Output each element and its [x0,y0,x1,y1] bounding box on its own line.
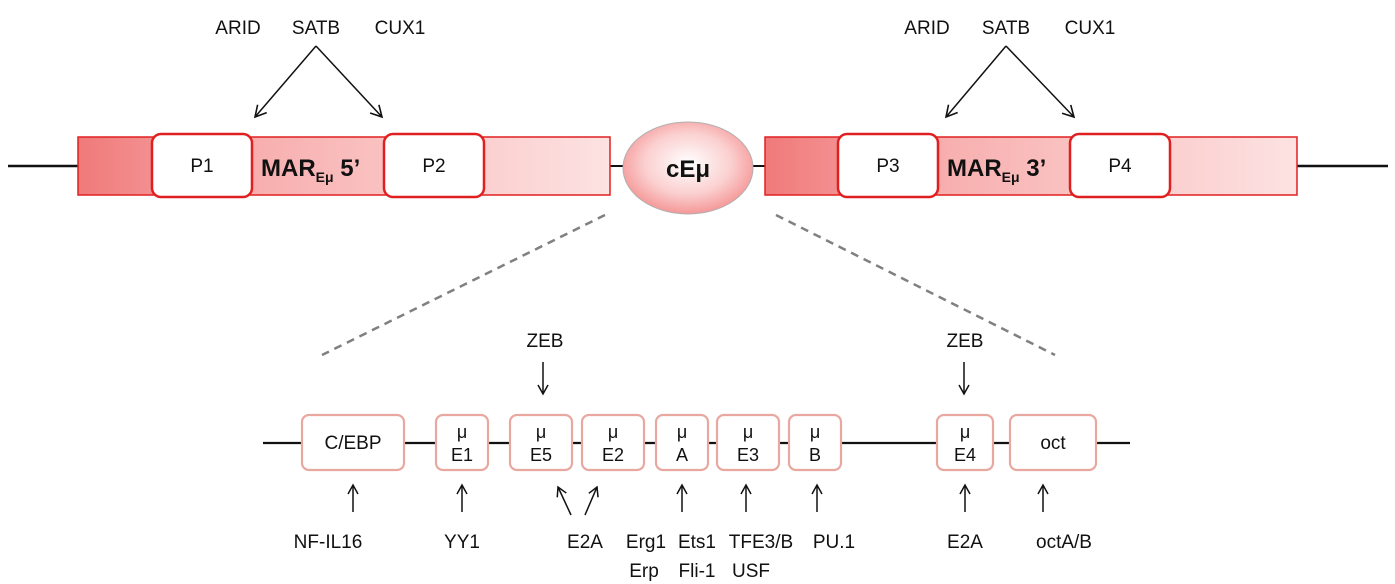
zoom-line-left [321,213,606,357]
arrow-e2a-to-e2 [584,485,599,516]
enhancer-ellipse [622,121,754,215]
zeb-label-e5: ZEB [527,331,564,352]
factor-arid-right: ARID [904,18,949,39]
site-oct: oct [1008,413,1098,472]
mar-5-label: MAREμ 5’ [261,155,360,185]
mar-3-label: MAREμ 3’ [947,155,1046,185]
site-mu-a: μ A [654,413,710,472]
zoom-line-right [775,213,1056,357]
p2-label: P2 [422,156,445,177]
p4-box [1068,132,1172,199]
svg-text:B: B [809,445,821,465]
factor-satb-left: SATB [292,18,340,39]
factor-ets1: Ets1 [678,532,716,553]
arrow-satb-to-p1 [253,45,317,119]
svg-text:E1: E1 [451,445,473,465]
svg-text:E4: E4 [954,445,976,465]
factor-e2a-1: E2A [567,532,603,553]
site-mu-e1: μ E1 [434,413,490,472]
svg-text:μ: μ [810,422,820,442]
svg-text:μ: μ [677,422,687,442]
svg-text:μ: μ [743,422,753,442]
factor-arid-left: ARID [215,18,260,39]
factor-nfil16: NF-IL16 [294,532,363,553]
svg-text:μ: μ [608,422,618,442]
factor-pu1: PU.1 [813,532,855,553]
p1-label: P1 [190,156,213,177]
site-cebp: C/EBP [300,413,406,472]
site-mu-e2: μ E2 [580,413,646,472]
factor-octab: octA/B [1036,532,1092,553]
site-mu-e3: μ E3 [715,413,781,472]
factor-fli1: Fli-1 [679,561,716,582]
p3-label: P3 [876,156,899,177]
arrow-satb-to-p4 [1005,45,1076,119]
factor-tfe3b: TFE3/B [729,532,793,553]
svg-text:oct: oct [1040,433,1066,454]
svg-text:E5: E5 [530,445,552,465]
svg-text:μ: μ [536,422,546,442]
factor-cux1-left: CUX1 [375,18,426,39]
p4-label: P4 [1108,156,1132,177]
site-mu-e4: μ E4 [935,413,995,472]
svg-text:A: A [676,445,688,465]
factor-erp: Erp [629,561,659,582]
factor-usf: USF [732,561,770,582]
factor-yy1: YY1 [444,532,480,553]
svg-text:C/EBP: C/EBP [324,433,381,454]
site-mu-b: μ B [787,413,843,472]
factor-cux1-right: CUX1 [1065,18,1116,39]
site-mu-e5: μ E5 [508,413,574,472]
svg-text:E3: E3 [737,445,759,465]
arrow-e2a-to-e5 [556,485,572,516]
factor-e2a-2: E2A [947,532,983,553]
factor-satb-right: SATB [982,18,1030,39]
p1-box [150,132,254,199]
arrow-satb-to-p3 [944,45,1007,119]
p3-box [836,132,940,199]
arrow-satb-to-p2 [315,45,384,119]
enhancer-label: cEμ [666,156,710,183]
factor-erg1: Erg1 [626,532,666,553]
svg-text:μ: μ [960,422,970,442]
svg-text:E2: E2 [602,445,624,465]
zeb-label-e4: ZEB [947,331,984,352]
svg-text:μ: μ [457,422,467,442]
p2-box [382,132,486,199]
